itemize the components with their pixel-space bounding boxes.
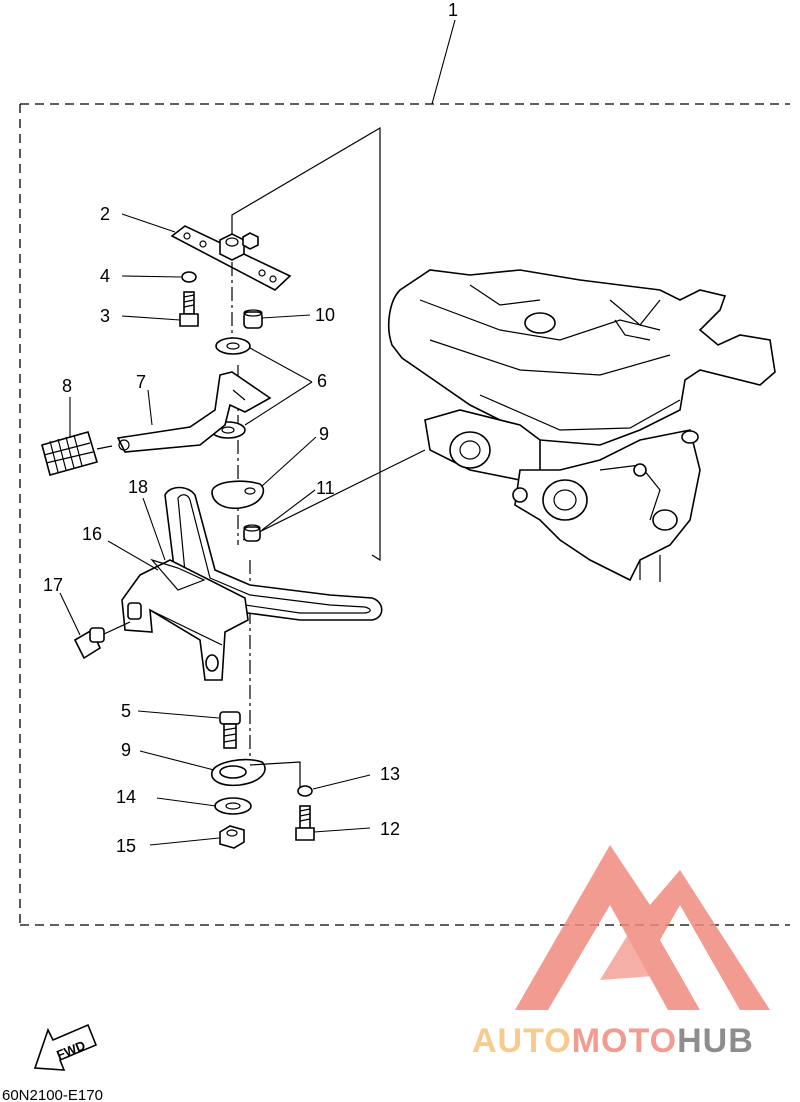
forward-direction-arrow: FWD xyxy=(33,1023,98,1071)
part-3-bolt xyxy=(179,291,199,327)
part-6-washer-top xyxy=(215,337,251,355)
callout-leaders xyxy=(59,213,371,846)
part-2-bracket-plate xyxy=(170,225,292,291)
center-line xyxy=(231,262,251,760)
part-16-bracket xyxy=(121,558,249,681)
part-12-bolt xyxy=(295,805,315,841)
callout-2: 2 xyxy=(100,204,110,224)
watermark-text: AUTOMOTOHUB xyxy=(472,1022,754,1060)
callout-16: 16 xyxy=(82,524,102,544)
callout-3: 3 xyxy=(100,306,110,326)
callout-11: 11 xyxy=(316,478,335,498)
part-9-plate-upper xyxy=(211,480,265,510)
callout-7: 7 xyxy=(136,372,146,392)
part-4-washer xyxy=(181,271,197,283)
assembly-boundary xyxy=(19,103,790,926)
part-13-washer xyxy=(297,785,313,797)
part-8-grip xyxy=(41,431,113,476)
part-9-plate-lower xyxy=(211,758,301,790)
part-7-lever xyxy=(116,371,272,453)
part-14-washer xyxy=(214,797,252,815)
callout-5: 5 xyxy=(121,701,131,721)
callout-14: 14 xyxy=(116,787,136,807)
callout-labels: 1 2 4 3 10 6 7 8 9 11 18 16 17 5 9 13 14… xyxy=(43,0,458,856)
callout-8: 8 xyxy=(62,376,72,396)
callout-1: 1 xyxy=(448,0,458,20)
callout-4: 4 xyxy=(100,266,110,286)
leader-1 xyxy=(431,19,456,105)
callout-17: 17 xyxy=(43,575,63,595)
engine-block xyxy=(388,269,776,582)
part-11-collar xyxy=(243,524,261,542)
assembly-line xyxy=(231,126,381,562)
drawing-code: 60N2100-E170 xyxy=(2,1087,103,1102)
watermark-logo: AUTOMOTOHUB xyxy=(472,845,770,1060)
callout-9-upper: 9 xyxy=(319,424,329,444)
part-17-pin xyxy=(73,621,131,660)
callout-13: 13 xyxy=(380,764,400,784)
callout-6: 6 xyxy=(317,371,327,391)
callout-12: 12 xyxy=(380,819,400,839)
callout-18: 18 xyxy=(128,477,148,497)
callout-9-lower: 9 xyxy=(121,740,131,760)
part-10-collar xyxy=(243,309,263,329)
part-15-nut xyxy=(219,825,245,849)
callout-15: 15 xyxy=(116,836,136,856)
part-5-bolt xyxy=(219,711,241,749)
callout-10: 10 xyxy=(315,305,335,325)
